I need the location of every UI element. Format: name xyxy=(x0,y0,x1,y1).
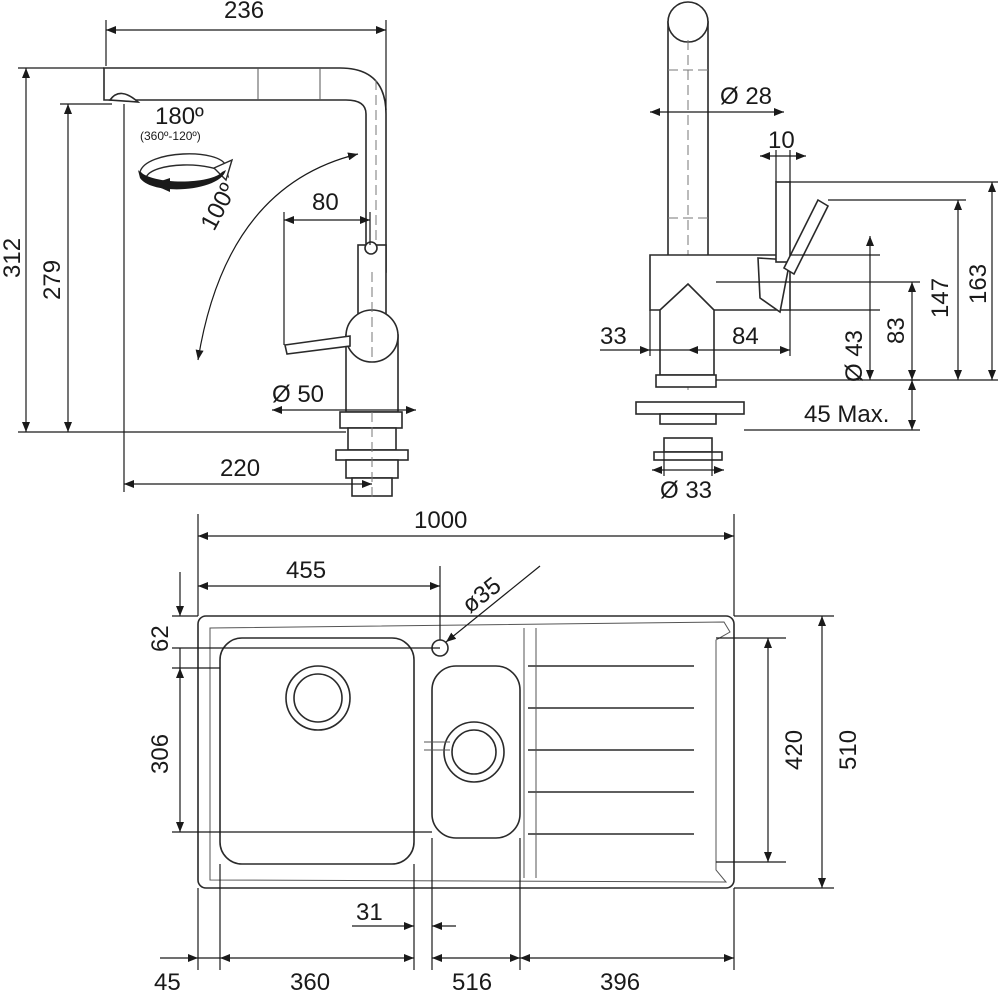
dimension-label-d50: Ø 50 xyxy=(272,381,324,408)
rotation-label: 180º xyxy=(155,103,204,130)
dimension-label-d28: Ø 28 xyxy=(720,83,772,110)
faucet-lever xyxy=(284,335,351,355)
dimension-label-33: 33 xyxy=(600,323,627,350)
faucet-front-view: Ø 28 10 33 84 Ø 43 83 147 163 xyxy=(600,1,998,504)
dimension-label-516: 516 xyxy=(452,969,492,996)
dimension-label-163: 163 xyxy=(965,264,992,304)
dimension-label-420: 420 xyxy=(781,730,808,770)
dimension-label-306: 306 xyxy=(147,734,174,774)
lever-angle-label: 100º xyxy=(195,179,242,235)
dimension-label-84: 84 xyxy=(732,323,759,350)
dimension-label-360: 360 xyxy=(290,969,330,996)
dimension-label-45: 45 xyxy=(154,969,181,996)
lever-swing-arc xyxy=(195,152,359,361)
dimension-label-80: 80 xyxy=(312,189,339,216)
dimension-label-62: 62 xyxy=(147,625,174,652)
dimension-label-236: 236 xyxy=(224,0,264,24)
dimension-label-220: 220 xyxy=(220,455,260,482)
dimension-label-510: 510 xyxy=(835,730,862,770)
dimension-label-396: 396 xyxy=(600,969,640,996)
main-bowl xyxy=(219,637,415,865)
dimension-label-10: 10 xyxy=(768,127,795,154)
dimension-label-147: 147 xyxy=(927,278,954,318)
dimension-label-d35: ø35 xyxy=(457,572,506,619)
dimension-label-31: 31 xyxy=(356,899,383,926)
dimension-label-312: 312 xyxy=(0,238,26,278)
second-bowl xyxy=(431,665,521,839)
dimension-label-83: 83 xyxy=(883,317,910,344)
sink-outline xyxy=(197,615,735,889)
drainer-grooves xyxy=(528,665,694,835)
dimension-label-d33: Ø 33 xyxy=(660,477,712,504)
main-bowl-drain xyxy=(285,665,351,731)
dimension-label-279: 279 xyxy=(39,260,66,300)
spray-head xyxy=(108,92,141,103)
second-bowl-drain xyxy=(443,721,505,783)
dimension-label-455: 455 xyxy=(286,557,326,584)
dimension-label-1000: 1000 xyxy=(414,507,467,534)
dimension-leader-d35 xyxy=(445,565,541,643)
sink-top-view: 1000 455 ø35 62 306 420 510 xyxy=(147,507,862,996)
dimension-label-45max: 45 Max. xyxy=(804,401,889,428)
rotation-range-label: (360º-120º) xyxy=(140,129,201,143)
faucet-side-view: 180º (360º-120º) 100º 236 312 279 80 Ø 5… xyxy=(0,0,416,500)
dimension-label-d43: Ø 43 xyxy=(841,330,868,382)
